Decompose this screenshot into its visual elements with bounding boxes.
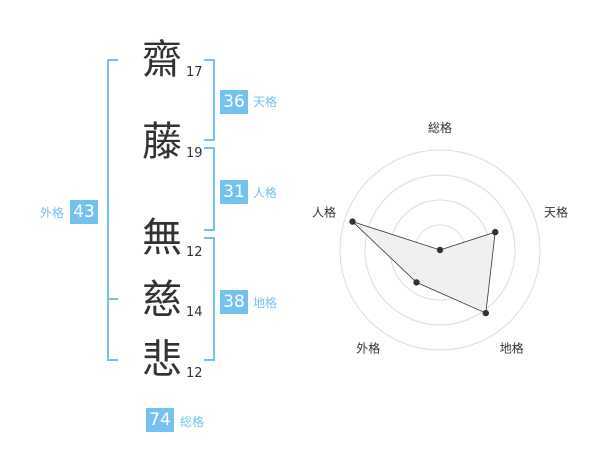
radar-point-2 <box>492 228 499 236</box>
stroke-count-3: 12 <box>186 245 203 260</box>
stroke-count-1: 17 <box>186 65 203 80</box>
chikaku-label: 地格 <box>253 296 278 310</box>
chikaku-value-badge: 38 <box>220 290 248 314</box>
radar-axis-label-5: 人格 <box>312 204 336 219</box>
stroke-count-4: 14 <box>186 305 203 320</box>
soukaku-label: 総格 <box>180 415 205 429</box>
radar-axis-label-1: 総格 <box>428 120 452 135</box>
radar-point-4 <box>413 279 420 286</box>
name-char-2: 藤 <box>142 119 182 165</box>
gaikaku-label: 外格 <box>40 206 65 220</box>
name-char-5: 悲 <box>142 337 182 383</box>
jinkaku-bracket <box>204 147 215 231</box>
radar-data-polygon <box>352 221 496 314</box>
jinkaku-label: 人格 <box>253 186 278 200</box>
radar-point-3 <box>482 309 489 317</box>
name-char-4: 慈 <box>142 277 182 323</box>
name-char-3: 無 <box>142 215 182 261</box>
radar-axis-label-2: 天格 <box>544 204 568 219</box>
radar-grid-ring <box>364 174 516 326</box>
stroke-count-2: 19 <box>186 146 203 161</box>
radar-point-5 <box>349 218 356 225</box>
tenkaku-label: 天格 <box>253 95 278 109</box>
gaikaku-bracket <box>107 59 118 361</box>
stroke-count-5: 12 <box>186 366 203 381</box>
radar-point-1 <box>436 246 444 254</box>
name-breakdown: 齋 17 藤 19 無 12 慈 14 悲 12 36 天格 31 人格 38 … <box>40 37 278 432</box>
jinkaku-value-badge: 31 <box>220 180 248 204</box>
chikaku-bracket <box>204 237 215 361</box>
gaikaku-value-badge: 43 <box>70 200 98 224</box>
radar-axis-label-3: 地格 <box>500 341 524 356</box>
soukaku-value-badge: 74 <box>146 408 174 432</box>
tenkaku-value-badge: 36 <box>220 90 248 114</box>
name-char-1: 齋 <box>142 37 182 83</box>
tenkaku-bracket <box>204 59 215 141</box>
radar-axis-label-4: 外格 <box>356 341 380 356</box>
radar-grid-ring <box>339 149 541 351</box>
